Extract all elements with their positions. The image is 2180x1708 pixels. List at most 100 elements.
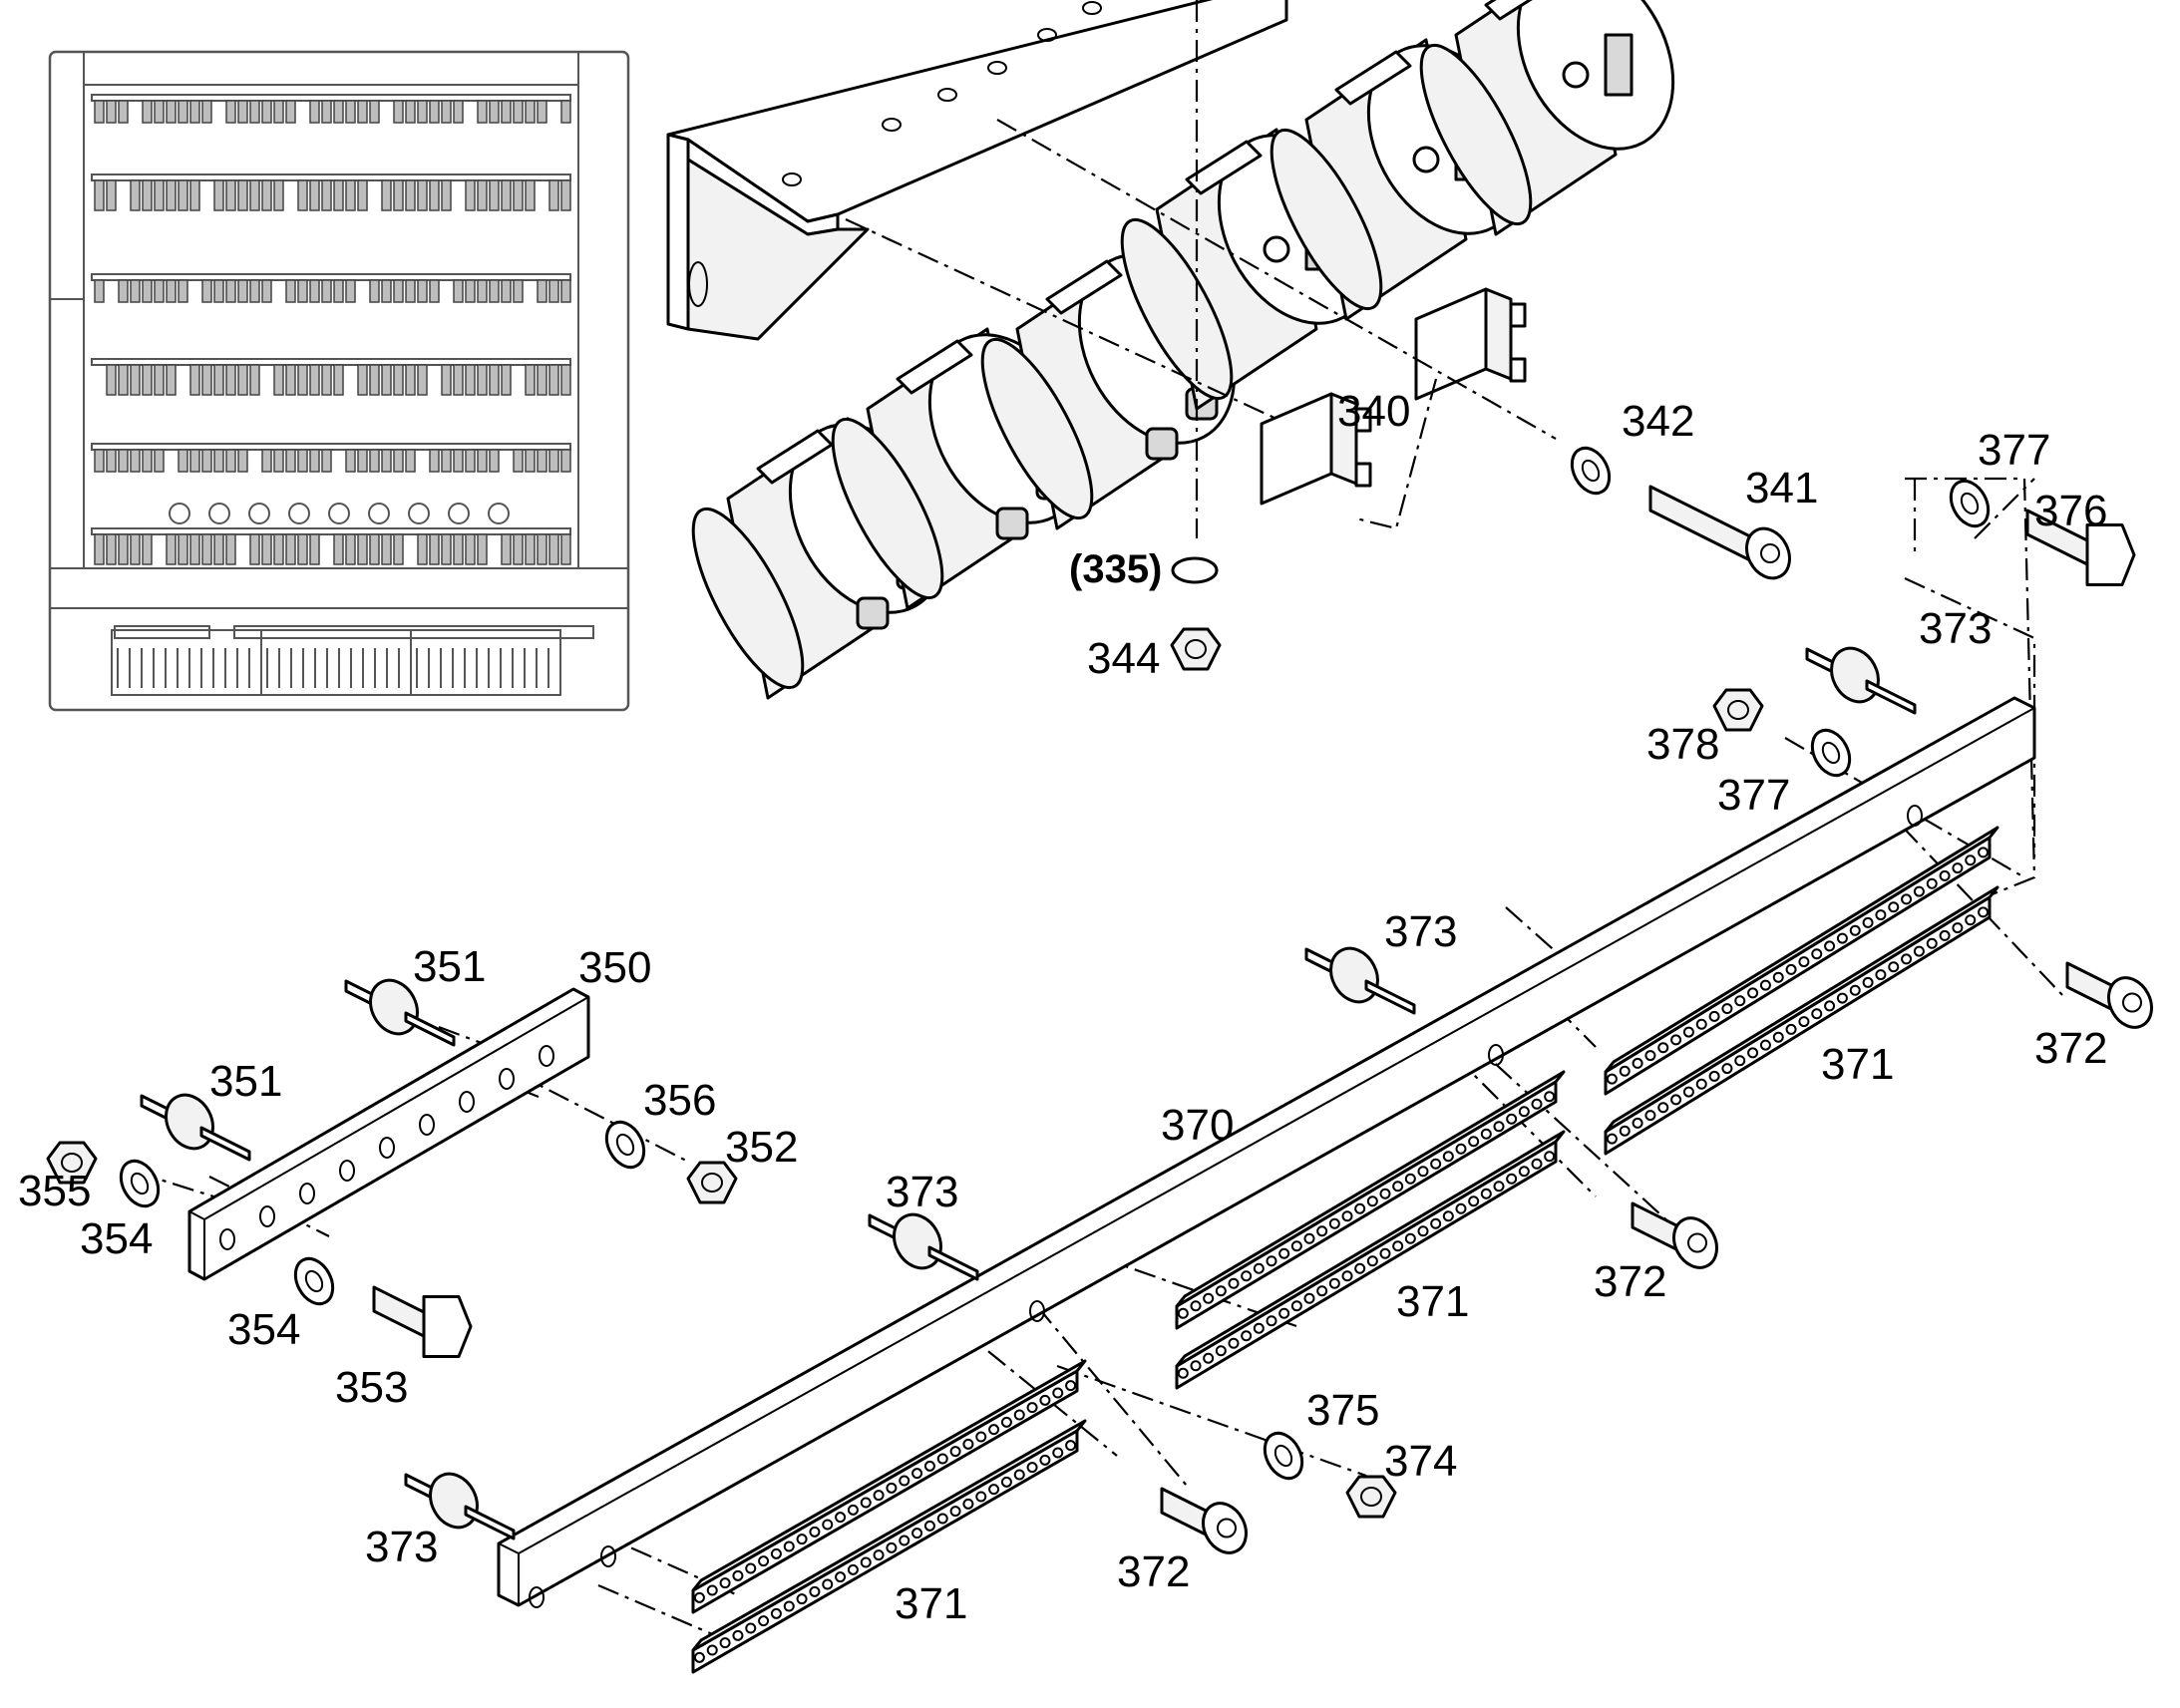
callout-344: 344 bbox=[1087, 634, 1160, 683]
stud-thread bbox=[1865, 679, 1917, 715]
inset-terminal bbox=[285, 364, 296, 396]
bar-hole bbox=[219, 1228, 235, 1250]
terminal-hole bbox=[988, 1484, 1000, 1496]
terminal-hole bbox=[1354, 1202, 1366, 1214]
inset-terminal bbox=[405, 100, 416, 124]
relay-socket bbox=[1260, 392, 1372, 506]
terminal-hole bbox=[809, 1526, 821, 1537]
terminal-hole bbox=[1926, 937, 1938, 949]
washer bbox=[1949, 479, 1991, 528]
terminal-hole bbox=[1493, 1181, 1505, 1193]
inset-terminal bbox=[405, 179, 416, 211]
inset-terminal bbox=[166, 279, 177, 303]
terminal-hole bbox=[758, 1555, 770, 1567]
inset-terminal bbox=[213, 179, 224, 211]
inset-terminal bbox=[345, 100, 356, 124]
bar-hole bbox=[379, 1137, 395, 1159]
terminal-hole bbox=[1518, 1166, 1530, 1178]
inset-terminal bbox=[106, 100, 117, 124]
capacitor-terminal bbox=[856, 596, 890, 630]
inset-terminal bbox=[357, 100, 368, 124]
inset-terminal bbox=[333, 279, 344, 303]
terminal-hole bbox=[1203, 1292, 1215, 1304]
inset-terminal bbox=[333, 179, 344, 211]
terminal-hole bbox=[988, 1424, 1000, 1436]
terminal-hole bbox=[1468, 1196, 1480, 1207]
terminal-hole bbox=[1849, 984, 1861, 996]
inset-terminal bbox=[237, 364, 248, 396]
inset-terminal bbox=[94, 449, 105, 473]
screw-head bbox=[1745, 526, 1791, 580]
mounting-bracket bbox=[666, 0, 1288, 341]
terminal-hole bbox=[1278, 1247, 1290, 1259]
callout-352: 352 bbox=[725, 1123, 798, 1172]
inset-terminal bbox=[309, 100, 320, 124]
inset-terminal bbox=[213, 364, 224, 396]
bar-hole bbox=[499, 1068, 515, 1090]
screw-head bbox=[1672, 1216, 1718, 1269]
inset-terminal bbox=[417, 533, 428, 565]
terminal-hole bbox=[1965, 854, 1977, 866]
inset-terminal bbox=[525, 533, 536, 565]
terminal-hole bbox=[1026, 1462, 1038, 1474]
inset-terminal bbox=[441, 449, 452, 473]
callout-353: 353 bbox=[335, 1363, 408, 1412]
inset-terminal bbox=[369, 279, 380, 303]
terminal-hole bbox=[962, 1498, 974, 1510]
inset-terminal bbox=[225, 364, 236, 396]
inset-terminal bbox=[142, 100, 153, 124]
terminal-hole bbox=[886, 1541, 898, 1553]
terminal-hole bbox=[1785, 1023, 1797, 1035]
terminal-hole bbox=[1965, 914, 1977, 926]
terminal-hole bbox=[1901, 893, 1913, 905]
relay-screw bbox=[1263, 235, 1290, 263]
bar-hole bbox=[600, 1545, 616, 1567]
terminal-hole bbox=[1392, 1181, 1404, 1193]
terminal-hole bbox=[1785, 963, 1797, 975]
terminal-strip-top bbox=[691, 1359, 1087, 1592]
inset-terminal bbox=[309, 533, 320, 565]
terminal-hole bbox=[1493, 1121, 1505, 1133]
terminal-hole bbox=[1177, 1367, 1189, 1379]
inset-terminal bbox=[465, 449, 476, 473]
capacitor-terminal bbox=[995, 507, 1029, 540]
terminal-hole bbox=[1747, 987, 1759, 999]
terminal-hole bbox=[1430, 1158, 1442, 1170]
inset-terminal bbox=[130, 364, 141, 396]
inset-terminal bbox=[417, 279, 428, 303]
terminal-hole bbox=[693, 1651, 705, 1663]
inset-terminal bbox=[453, 533, 464, 565]
inset-terminal bbox=[477, 100, 488, 124]
terminal-hole bbox=[1939, 869, 1951, 881]
terminal-hole bbox=[1316, 1285, 1328, 1297]
inset-terminal bbox=[130, 533, 141, 565]
inset-terminal bbox=[166, 179, 177, 211]
callout-370: 370 bbox=[1161, 1101, 1234, 1150]
terminal-hole bbox=[1000, 1416, 1012, 1428]
terminal-hole bbox=[1849, 924, 1861, 936]
inset-terminal bbox=[501, 179, 512, 211]
terminal-hole bbox=[873, 1549, 885, 1561]
hex-nut bbox=[1170, 627, 1222, 671]
relay-screw bbox=[1562, 61, 1590, 89]
bus-bar-370 bbox=[497, 696, 2036, 1608]
callout-355: 355 bbox=[18, 1167, 91, 1215]
terminal-hole bbox=[1506, 1173, 1518, 1185]
washer bbox=[1263, 1431, 1304, 1481]
inset-terminal bbox=[501, 364, 512, 396]
terminal-strip bbox=[1604, 826, 1999, 1096]
nut-bore bbox=[701, 1173, 723, 1193]
inset-terminal bbox=[178, 179, 188, 211]
inset-terminal bbox=[560, 179, 571, 211]
terminal-hole bbox=[1404, 1232, 1416, 1244]
terminal-hole bbox=[1670, 1094, 1682, 1106]
callout-371-bottom: 371 bbox=[895, 1579, 967, 1628]
inset-terminal bbox=[321, 279, 332, 303]
inset-terminal bbox=[273, 533, 284, 565]
inset-terminal bbox=[178, 449, 188, 473]
terminal-hole bbox=[1798, 956, 1810, 968]
terminal-hole bbox=[1417, 1166, 1429, 1178]
terminal-hole bbox=[1721, 1063, 1733, 1075]
terminal-hole bbox=[1026, 1402, 1038, 1414]
stud-thread bbox=[199, 1126, 251, 1162]
